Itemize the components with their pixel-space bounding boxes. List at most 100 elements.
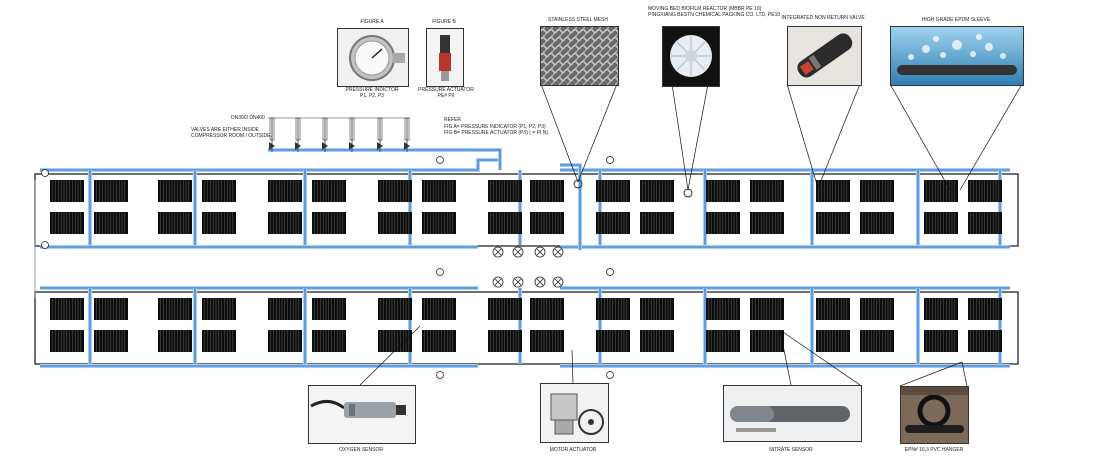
diffuser-grid-5 xyxy=(268,180,302,202)
tank-row-2 xyxy=(34,291,1019,365)
sleeve-title: HIGH GRADE EPDM SLEEVE xyxy=(921,17,991,23)
diffuser-grid-34 xyxy=(860,212,894,234)
gauge-1 xyxy=(41,169,49,177)
gauge-2 xyxy=(41,241,49,249)
valves-note-line1: VALVES ARE EITHER INSIDE xyxy=(191,127,259,133)
diffuser-grid-17 xyxy=(924,180,958,202)
mesh-title: STAINLESS STEEL MESH xyxy=(547,17,609,23)
diffuser-grid-42 xyxy=(312,298,346,320)
leader-biofilm-left xyxy=(671,83,689,191)
diffuser-grid-7 xyxy=(378,180,412,202)
biofilm-target xyxy=(683,188,693,198)
diffuser-grid-4 xyxy=(202,180,236,202)
figure-b-title: FIGURE B xyxy=(432,19,456,25)
biofilm-title: MOVING BED BIOFILM REACTOR (MBBR PE 10) xyxy=(648,6,762,12)
diffuser-grid-11 xyxy=(596,180,630,202)
diffuser-grid-64 xyxy=(530,330,564,352)
figure-b-sub: PE# P/I xyxy=(437,93,455,99)
diffuser-grid-1 xyxy=(50,180,84,202)
diffuser-grid-26 xyxy=(422,212,456,234)
figure-a-caption: PRESSURE INDICTOR xyxy=(345,87,399,93)
non-return-valve-photo xyxy=(787,26,862,86)
leader-mesh-right xyxy=(577,83,618,183)
diffuser-grid-24 xyxy=(312,212,346,234)
leader-sleeve-right xyxy=(959,83,1023,191)
manifold-valve-4 xyxy=(349,142,355,150)
diffuser-grid-43 xyxy=(378,298,412,320)
diffuser-grid-41 xyxy=(268,298,302,320)
diffuser-grid-45 xyxy=(488,298,522,320)
leader-valve-right xyxy=(817,83,861,189)
diffuser-grid-48 xyxy=(640,298,674,320)
diffuser-grid-44 xyxy=(422,298,456,320)
leader-oxygen xyxy=(359,325,421,386)
manifold-valve-3 xyxy=(322,142,328,150)
valve-manifold xyxy=(41,117,614,379)
diffuser-grid-52 xyxy=(860,298,894,320)
diffuser-grid-66 xyxy=(640,330,674,352)
aeration-tank-rows xyxy=(34,173,1019,365)
gauge-6 xyxy=(606,268,614,276)
diffuser-grid-57 xyxy=(158,330,192,352)
refer-title: REFER xyxy=(444,117,461,123)
valve-title: INTEGRATED NON RETURN VALVE xyxy=(781,15,865,21)
diffuser-grid-59 xyxy=(268,330,302,352)
diffuser-grid-60 xyxy=(312,330,346,352)
diffuser-grid-21 xyxy=(158,212,192,234)
leader-biofilm-right xyxy=(687,83,709,191)
diffuser-grid-38 xyxy=(94,298,128,320)
leader-valve-left xyxy=(786,83,819,189)
nitrate-title: NITRATE SENSOR xyxy=(769,447,813,453)
pipe-top-left-header xyxy=(40,159,500,171)
gauge-7 xyxy=(436,371,444,379)
pipe-valve-feed xyxy=(268,149,501,170)
diffuser-grid-37 xyxy=(50,298,84,320)
diffuser-grid-58 xyxy=(202,330,236,352)
diffuser-grid-35 xyxy=(924,212,958,234)
diffuser-grid-54 xyxy=(968,298,1002,320)
figure-b-caption: PRESSURE ACTUATOR xyxy=(418,87,474,93)
diffuser-grid-71 xyxy=(924,330,958,352)
gauge-8 xyxy=(606,371,614,379)
gauge-5 xyxy=(436,268,444,276)
leader-motor xyxy=(571,349,574,384)
diffuser-grid-55 xyxy=(50,330,84,352)
pipe-valve-feed-halo xyxy=(268,148,502,170)
biofilm-carrier-photo xyxy=(662,26,720,87)
mesh-target xyxy=(573,179,583,189)
diffuser-grid-72 xyxy=(968,330,1002,352)
diffuser-grid-16 xyxy=(860,180,894,202)
pipe-right-riser-halo xyxy=(560,163,582,250)
diffuser-grid-30 xyxy=(640,212,674,234)
diffuser-grid-9 xyxy=(488,180,522,202)
diffuser-grid-51 xyxy=(816,298,850,320)
motor-actuator-photo xyxy=(540,383,609,443)
diffuser-grid-14 xyxy=(750,180,784,202)
pipe-top-left-header-halo xyxy=(40,158,500,172)
diffuser-grid-36 xyxy=(968,212,1002,234)
diffuser-grid-53 xyxy=(924,298,958,320)
diffuser-grid-27 xyxy=(488,212,522,234)
diffuser-grid-20 xyxy=(94,212,128,234)
diffuser-grid-15 xyxy=(816,180,850,202)
pvc-hanger-photo xyxy=(900,386,969,444)
diffuser-grid-63 xyxy=(488,330,522,352)
diffuser-grid-40 xyxy=(202,298,236,320)
diffuser-grid-22 xyxy=(202,212,236,234)
figure-a-title: FIGURE A xyxy=(360,19,384,25)
diffuser-grid-10 xyxy=(530,180,564,202)
diffuser-grid-29 xyxy=(596,212,630,234)
diffuser-grid-70 xyxy=(860,330,894,352)
leader-mesh-left xyxy=(540,83,579,183)
diffuser-grid-2 xyxy=(94,180,128,202)
manifold-valve-5 xyxy=(377,142,383,150)
manifold-valve-1 xyxy=(269,142,275,150)
callout-leader-lines xyxy=(359,83,1023,387)
diffuser-grid-62 xyxy=(422,330,456,352)
motor-title: MOTOR ACTUATOR xyxy=(549,447,597,453)
leader-nitrate-left xyxy=(779,329,792,386)
pipe-size-note: DN300/ DN400 xyxy=(231,115,265,121)
valves-note-line2: COMPRESSOR ROOM / OUTSIDE. xyxy=(191,133,272,139)
diffuser-grid-8 xyxy=(422,180,456,202)
